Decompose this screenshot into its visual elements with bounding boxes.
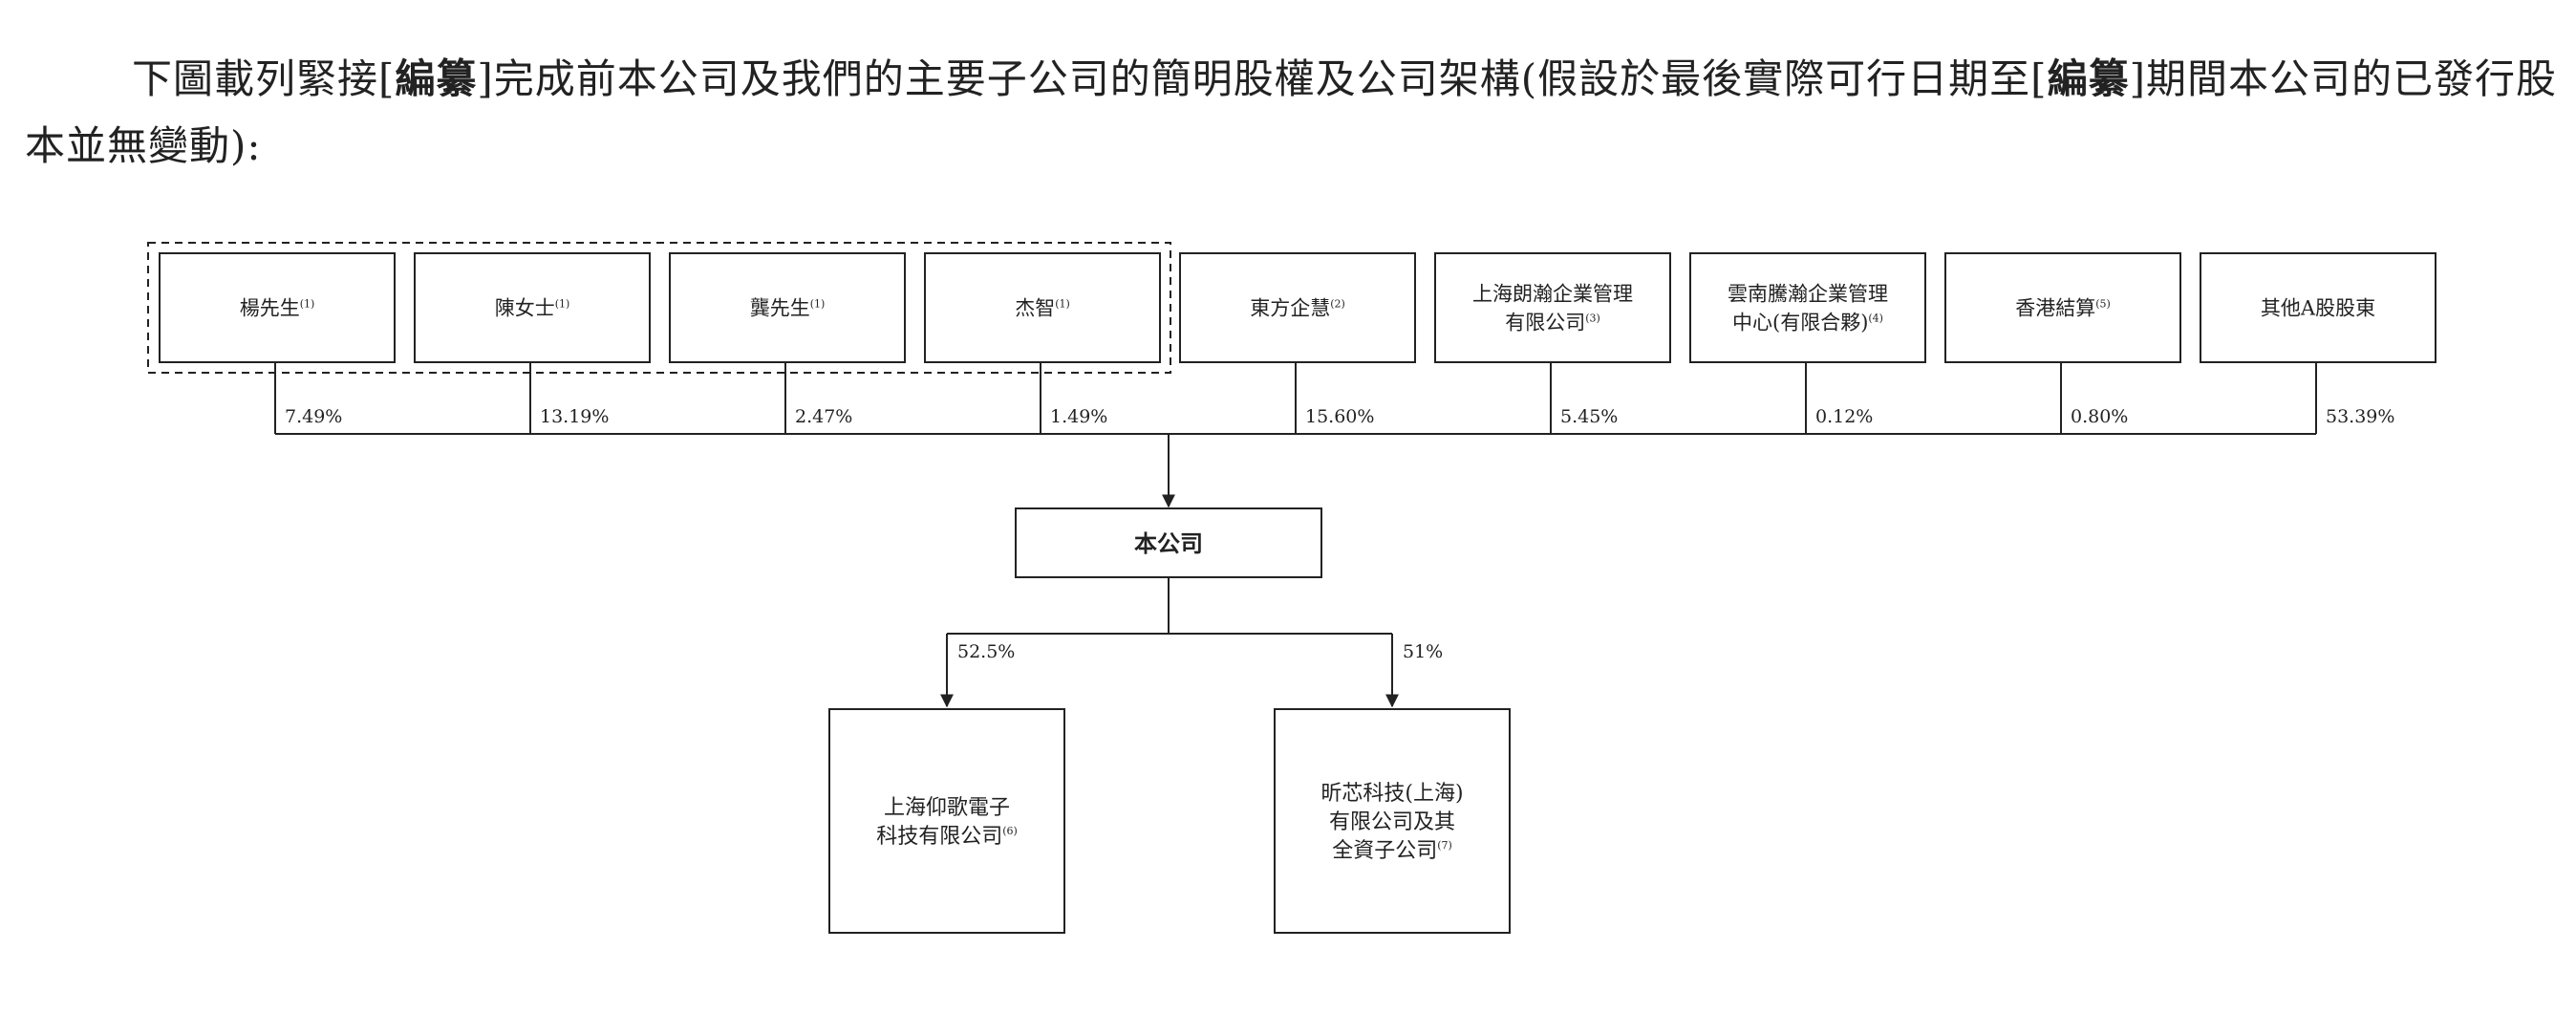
shareholder-name-line: 楊先生(1) xyxy=(240,297,315,320)
shareholder-box xyxy=(1944,252,2181,363)
intro-paragraph: 下圖載列緊接[編纂]完成前本公司及我們的主要子公司的簡明股權及公司架構(假設於最… xyxy=(25,46,2566,180)
shareholder-name-text: 杰智 xyxy=(1015,297,1055,320)
shareholder-name-text: 東方企慧 xyxy=(1250,297,1330,320)
subsidiary-name-line: 有限公司及其 xyxy=(1329,810,1455,834)
shareholder-name-text: 楊先生 xyxy=(240,297,300,320)
shareholding-percentage: 2.47% xyxy=(795,406,852,427)
shareholder-name-line: 香港結算(5) xyxy=(2015,297,2111,320)
shareholding-percentage: 7.49% xyxy=(285,406,342,427)
shareholder-name-text: 陳女士 xyxy=(495,297,555,320)
shareholder-box xyxy=(414,252,651,363)
shareholding-percentage: 5.45% xyxy=(1560,406,1618,427)
footnote-marker: (3) xyxy=(1585,313,1600,325)
subsidiary-name-text: 上海仰歌電子 xyxy=(884,796,1010,820)
company-label: 本公司 xyxy=(1134,529,1203,557)
shareholder-name-line: 有限公司(3) xyxy=(1505,312,1600,335)
shareholder-name-text: 其他A股股東 xyxy=(2261,297,2375,320)
intro-text-2: ]完成前本公司及我們的主要子公司的簡明股權及公司架構(假設於最後實際可行日期至[ xyxy=(477,55,2048,102)
shareholder-box xyxy=(924,252,1161,363)
subsidiary-name-text: 全資子公司 xyxy=(1332,839,1437,863)
subsidiary-percentage: 51% xyxy=(1403,641,1443,662)
shareholder-box xyxy=(1179,252,1416,363)
shareholding-percentage: 15.60% xyxy=(1305,406,1374,427)
shareholding-percentage: 13.19% xyxy=(540,406,609,427)
footnote-marker: (4) xyxy=(1868,313,1883,325)
company-box xyxy=(1015,507,1322,578)
footnote-marker: (6) xyxy=(1002,825,1018,837)
subsidiary-box xyxy=(1274,708,1511,934)
subsidiary-name-line: 科技有限公司(6) xyxy=(876,825,1018,849)
footnote-marker: (1) xyxy=(555,298,570,311)
redacted-marker-2: 編纂 xyxy=(2047,55,2130,102)
subsidiary-name-line: 全資子公司(7) xyxy=(1332,839,1452,863)
intro-text-3: ]期間本公司的已發行股本並無變動): xyxy=(25,55,2557,169)
footnote-marker: (1) xyxy=(300,298,315,311)
shareholder-name-line: 龔先生(1) xyxy=(750,297,826,320)
shareholding-percentage: 1.49% xyxy=(1050,406,1107,427)
shareholder-name-text: 香港結算 xyxy=(2015,297,2095,320)
shareholding-percentage: 0.12% xyxy=(1815,406,1873,427)
subsidiary-name-text: 昕芯科技(上海) xyxy=(1320,782,1463,806)
subsidiary-name-line: 上海仰歌電子 xyxy=(884,796,1010,820)
shareholder-name-text: 上海朗瀚企業管理 xyxy=(1472,283,1633,306)
footnote-marker: (5) xyxy=(2095,298,2111,311)
footnote-marker: (2) xyxy=(1330,298,1345,311)
footnote-marker: (7) xyxy=(1437,839,1452,852)
shareholder-box xyxy=(2200,252,2436,363)
shareholder-box xyxy=(669,252,906,363)
shareholder-name-line: 中心(有限合夥)(4) xyxy=(1732,312,1883,335)
shareholder-name-line: 上海朗瀚企業管理 xyxy=(1472,283,1633,306)
subsidiary-name-text: 科技有限公司 xyxy=(876,825,1002,849)
shareholder-name-line: 陳女士(1) xyxy=(495,297,570,320)
redacted-marker-1: 編纂 xyxy=(395,55,478,102)
shareholder-name-text: 中心(有限合夥) xyxy=(1732,312,1868,335)
shareholder-box xyxy=(1434,252,1671,363)
concert-party-group-border xyxy=(147,242,1171,374)
shareholder-name-text: 雲南騰瀚企業管理 xyxy=(1728,283,1888,306)
shareholder-name-line: 東方企慧(2) xyxy=(1250,297,1345,320)
shareholder-name-line: 其他A股股東 xyxy=(2261,297,2375,320)
shareholder-box xyxy=(159,252,396,363)
shareholder-name-text: 龔先生 xyxy=(750,297,810,320)
shareholder-name-line: 雲南騰瀚企業管理 xyxy=(1728,283,1888,306)
subsidiary-box xyxy=(828,708,1065,934)
shareholding-percentage: 53.39% xyxy=(2326,406,2394,427)
shareholder-box xyxy=(1689,252,1926,363)
shareholder-name-text: 有限公司 xyxy=(1505,312,1585,335)
subsidiary-name-text: 有限公司及其 xyxy=(1329,810,1455,834)
subsidiary-percentage: 52.5% xyxy=(957,641,1015,662)
shareholding-percentage: 0.80% xyxy=(2071,406,2128,427)
shareholder-name-line: 杰智(1) xyxy=(1015,297,1070,320)
footnote-marker: (1) xyxy=(810,298,826,311)
intro-text-1: 下圖載列緊接[ xyxy=(132,55,396,102)
subsidiary-name-line: 昕芯科技(上海) xyxy=(1320,782,1463,806)
footnote-marker: (1) xyxy=(1055,298,1070,311)
